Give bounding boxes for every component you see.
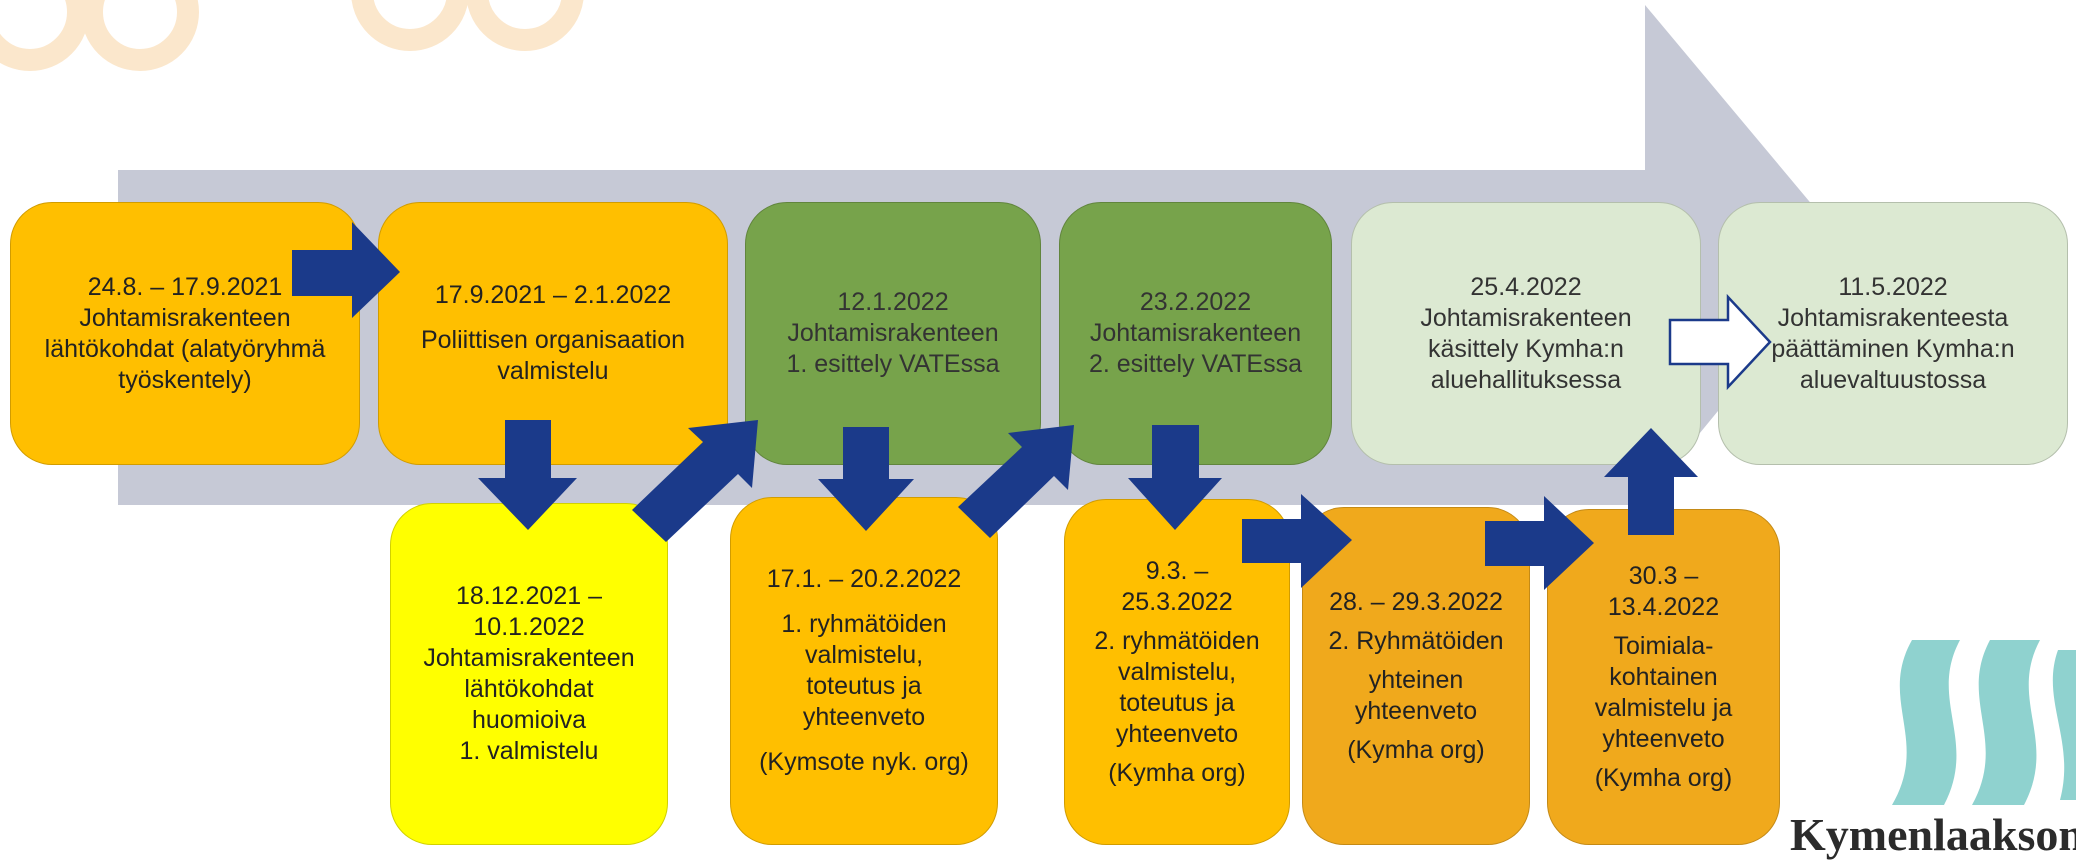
substep-box-5: 30.3 – 13.4.2022 Toimiala- kohtainen val… <box>1547 509 1780 845</box>
step-6-text-2: aluevaltuustossa <box>1799 365 1987 394</box>
step-box-6: 11.5.2022 Johtamisrakenteesta päättämine… <box>1718 202 2068 465</box>
substep-4-note: (Kymha org) <box>1347 735 1485 764</box>
substep-2-text-3: yhteenveto <box>802 703 926 731</box>
substep-1-text-2: huomioiva <box>472 706 586 734</box>
step-6-text: päättäminen Kymha:n <box>1771 334 2015 363</box>
substep-5-text-3: yhteenveto <box>1602 724 1725 753</box>
substep-box-3: 9.3. – 25.3.2022 2. ryhmätöiden valmiste… <box>1064 499 1290 845</box>
step-2-date: 17.9.2021 – 2.1.2022 <box>434 281 672 309</box>
substep-3-text: valmistelu, <box>1117 657 1237 686</box>
substep-5-note: (Kymha org) <box>1594 763 1733 792</box>
substep-4-title: 2. Ryhmätöiden <box>1328 626 1504 655</box>
step-1-text-2: työskentely) <box>118 365 252 394</box>
step-1-text: lähtökohdat (alatyöryhmä <box>44 334 326 363</box>
step-4-date: 23.2.2022 <box>1139 288 1252 316</box>
step-4-title: Johtamisrakenteen <box>1089 319 1302 347</box>
substep-3-date-end: 25.3.2022 <box>1121 587 1233 616</box>
substep-5-text: kohtainen <box>1609 662 1718 691</box>
step-1-date: 24.8. – 17.9.2021 <box>87 272 283 301</box>
substep-5-text-2: valmistelu ja <box>1594 693 1733 722</box>
step-4-text: 2. esittely VATEssa <box>1088 350 1303 378</box>
step-6-date: 11.5.2022 <box>1838 272 1948 301</box>
step-5-title: Johtamisrakenteen <box>1420 303 1632 332</box>
decorative-circles <box>0 0 584 71</box>
step-5-date: 25.4.2022 <box>1470 272 1582 301</box>
substep-5-date-end: 13.4.2022 <box>1607 592 1720 621</box>
step-1-title: Johtamisrakenteen <box>79 303 291 332</box>
substep-2-title: 1. ryhmätöiden <box>781 610 947 638</box>
substep-box-1: 18.12.2021 – 10.1.2022 Johtamisrakenteen… <box>390 503 668 845</box>
step-box-5: 25.4.2022 Johtamisrakenteen käsittely Ky… <box>1351 202 1701 465</box>
substep-2-text: valmistelu, <box>804 641 924 669</box>
step-box-1: 24.8. – 17.9.2021 Johtamisrakenteen läht… <box>10 202 360 465</box>
step-5-text: käsittely Kymha:n <box>1428 334 1624 363</box>
step-2-title: Poliittisen organisaation <box>420 326 686 354</box>
substep-3-title: 2. ryhmätöiden <box>1094 626 1260 655</box>
step-box-4: 23.2.2022 Johtamisrakenteen 2. esittely … <box>1059 202 1332 465</box>
substep-5-date: 30.3 – <box>1628 561 1699 590</box>
substep-2-date: 17.1. – 20.2.2022 <box>766 565 962 593</box>
substep-box-4: 28. – 29.3.2022 2. Ryhmätöiden yhteinen … <box>1302 507 1530 845</box>
step-box-2: 17.9.2021 – 2.1.2022 Poliittisen organis… <box>378 202 728 465</box>
substep-4-text: yhteinen <box>1368 665 1464 694</box>
substep-1-date: 18.12.2021 – <box>456 582 602 610</box>
step-5-text-2: aluehallituksessa <box>1430 365 1622 394</box>
step-6-title: Johtamisrakenteesta <box>1777 303 2009 332</box>
substep-3-text-3: yhteenveto <box>1115 719 1239 748</box>
substep-3-note: (Kymha org) <box>1108 758 1246 787</box>
logo-waves <box>1892 640 2076 805</box>
step-3-date: 12.1.2022 <box>837 288 949 316</box>
logo-text: Kymenlaakson <box>1790 809 2076 860</box>
substep-5-title: Toimiala- <box>1613 631 1714 660</box>
substep-3-text-2: toteutus ja <box>1119 688 1235 717</box>
substep-4-date: 28. – 29.3.2022 <box>1329 587 1503 616</box>
substep-1-title: Johtamisrakenteen <box>423 644 635 672</box>
substep-3-date: 9.3. – <box>1145 556 1209 585</box>
step-3-title: Johtamisrakenteen <box>787 319 999 347</box>
substep-1-text-3: 1. valmistelu <box>459 737 599 765</box>
substep-2-note: (Kymsote nyk. org) <box>759 748 969 776</box>
substep-box-2: 17.1. – 20.2.2022 1. ryhmätöiden valmist… <box>730 497 998 845</box>
substep-1-text: lähtökohdat <box>464 675 594 703</box>
step-3-text: 1. esittely VATEssa <box>786 350 1000 378</box>
substep-1-date-end: 10.1.2022 <box>473 613 585 641</box>
step-2-text: valmistelu <box>497 357 609 385</box>
step-box-3: 12.1.2022 Johtamisrakenteen 1. esittely … <box>745 202 1041 465</box>
substep-4-text-2: yhteenveto <box>1354 696 1478 725</box>
substep-2-text-2: toteutus ja <box>806 672 922 700</box>
